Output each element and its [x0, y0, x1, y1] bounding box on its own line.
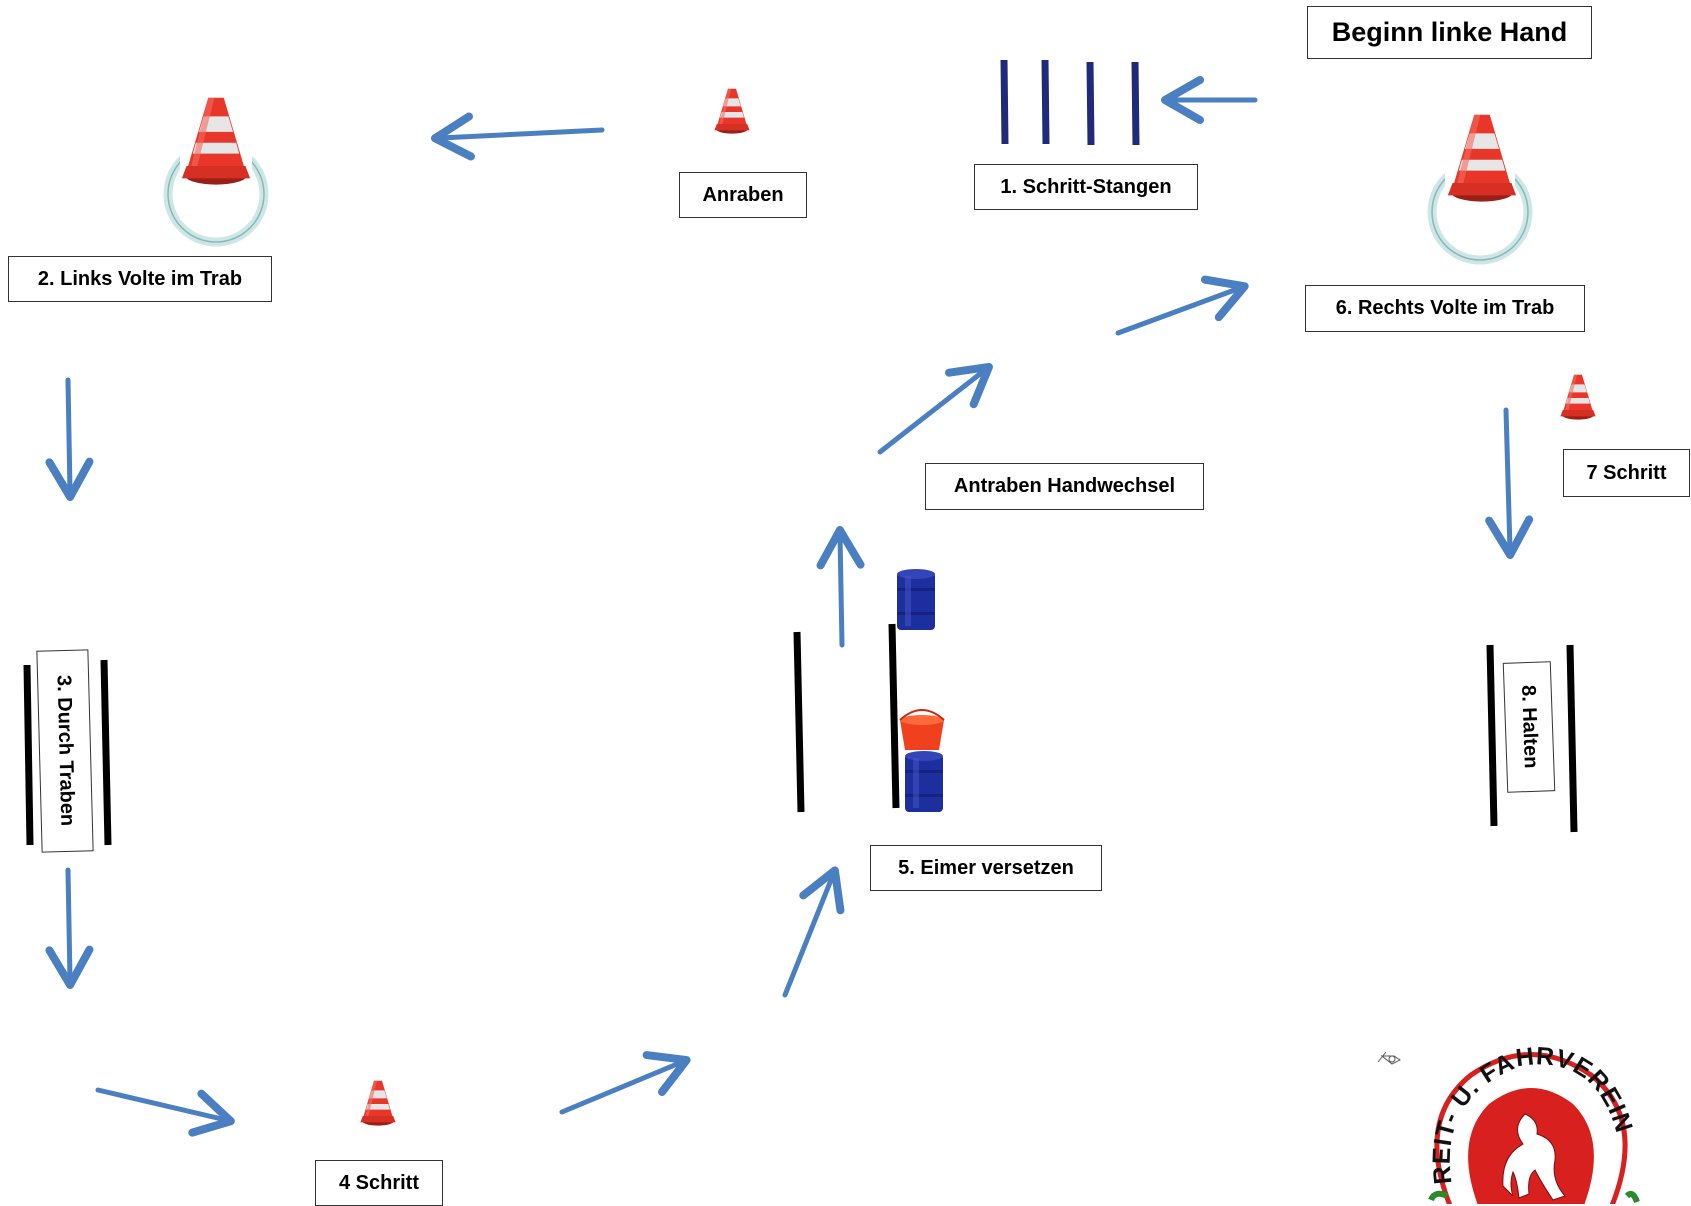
- diagram-title: Beginn linke Hand: [1307, 6, 1592, 59]
- halt-poles: [1486, 644, 1578, 833]
- arrow-icon: [782, 866, 845, 998]
- arrow-icon: [431, 112, 605, 161]
- arrow-icon: [816, 526, 865, 648]
- blue-barrel-icon: [905, 751, 943, 812]
- red-bucket-icon: [899, 709, 945, 750]
- station-1-label: 1. Schritt-Stangen: [974, 164, 1198, 210]
- station-6-label: 6. Rechts Volte im Trab: [1305, 285, 1585, 332]
- horse-logo-icon: REIT- U. FAHRVEREIN: [1428, 1042, 1640, 1204]
- blue-barrel-icon: [897, 569, 935, 630]
- handwechsel-label: Antraben Handwechsel: [925, 463, 1204, 510]
- arrow-icon: [559, 1051, 691, 1115]
- arrow-icon: [877, 362, 993, 455]
- arrow-icon: [1485, 407, 1534, 559]
- station-7-label: 7 Schritt: [1563, 449, 1690, 497]
- bucket-station-poles: [793, 623, 900, 813]
- small-flag-icon: [1377, 1051, 1401, 1065]
- station-8-label: 8. Halten: [1502, 661, 1556, 793]
- station-3-label: 3. Durch Traben: [36, 649, 94, 853]
- station-5-label: 5. Eimer versetzen: [870, 845, 1102, 891]
- station-2-label: 2. Links Volte im Trab: [8, 256, 272, 302]
- anraben-label: Anraben: [679, 172, 807, 218]
- arrow-icon: [95, 1087, 235, 1137]
- trot-poles: [23, 659, 112, 846]
- traffic-cone-icon: [714, 88, 750, 134]
- volte-left-marker: [163, 96, 269, 247]
- volte-right-marker: [1427, 112, 1533, 265]
- station-4-label: 4 Schritt: [315, 1160, 443, 1206]
- arrow-icon: [1115, 275, 1249, 336]
- arrow-icon: [45, 377, 94, 501]
- arrows: [45, 76, 1534, 1137]
- arrow-icon: [45, 867, 94, 989]
- traffic-cone-icon: [1560, 374, 1596, 420]
- walk-poles: [1000, 59, 1140, 146]
- traffic-cone-icon: [360, 1080, 396, 1126]
